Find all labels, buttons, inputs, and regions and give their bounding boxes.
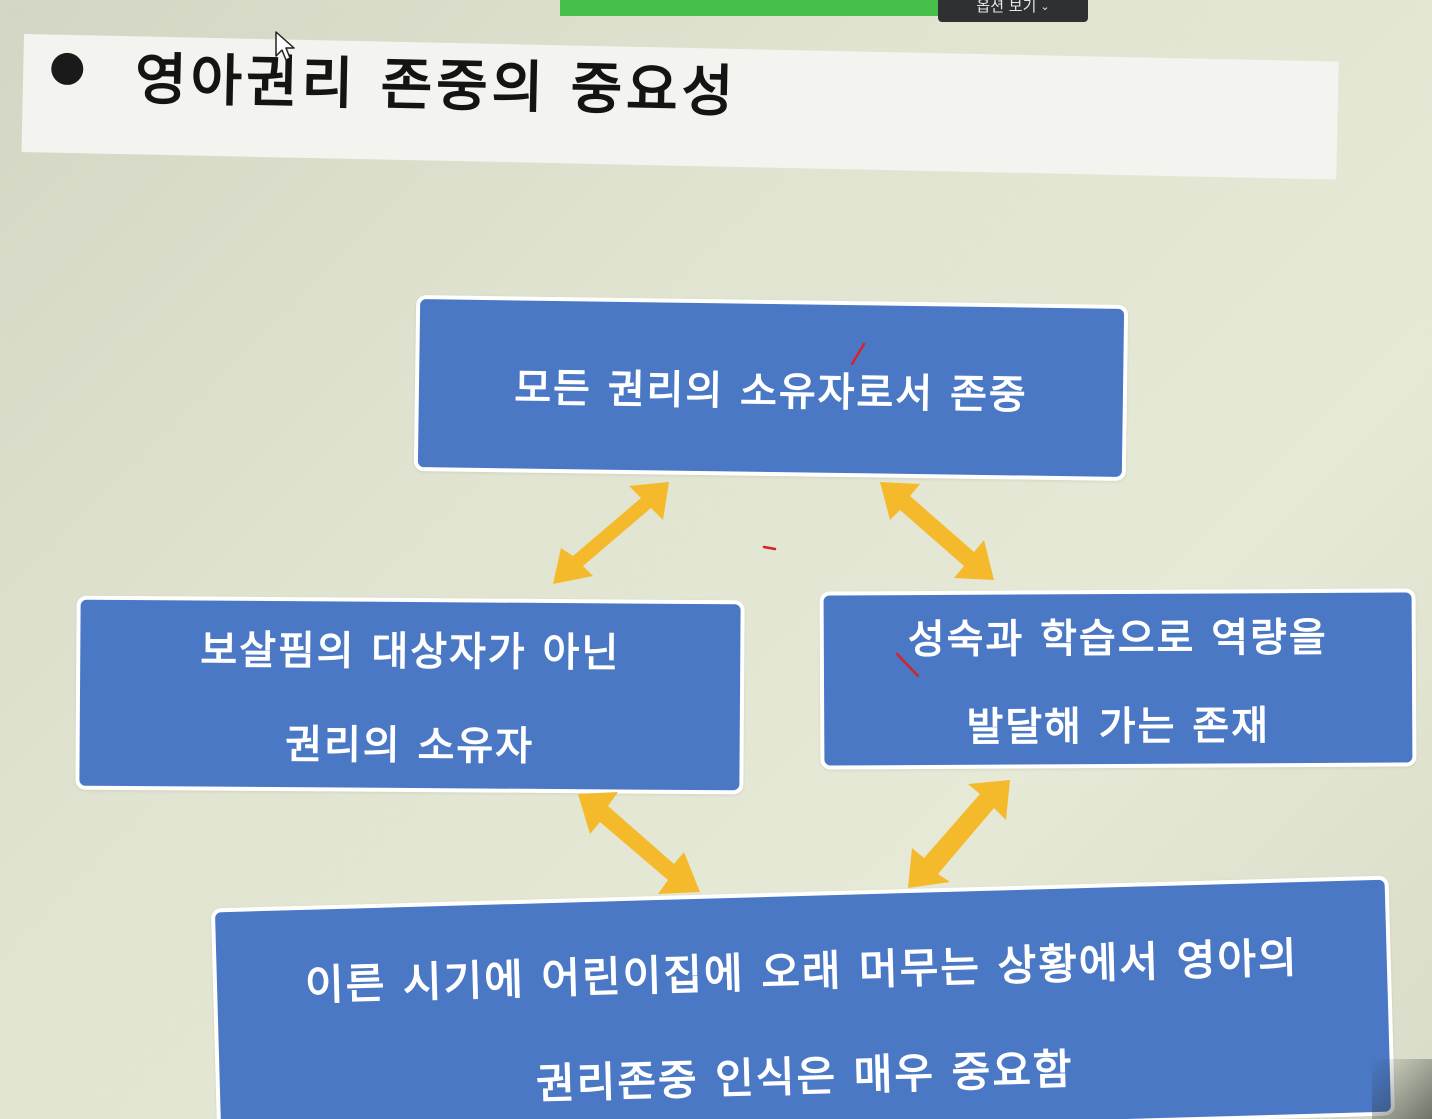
box-bottom-line-2: 권리존중 인식은 매우 중요함: [535, 1044, 1075, 1109]
chevron-down-icon: ⌄: [1040, 0, 1050, 13]
double-headed-arrow-icon: [553, 482, 669, 584]
screen-share-status-bar[interactable]: [560, 0, 938, 16]
annotation-mark: [762, 545, 777, 551]
double-headed-arrow-icon: [908, 780, 1010, 888]
slide-title-banner: 영아권리 존중의 중요성: [21, 34, 1339, 180]
mouse-pointer-icon: [275, 31, 295, 61]
box-left-line-2: 권리의 소유자: [285, 722, 535, 770]
box-left-line-1: 보살핌의 대상자가 아닌: [200, 627, 621, 677]
view-options-label: 옵션 보기: [976, 0, 1037, 15]
box-rights-holder-not-care-object: 보살핌의 대상자가 아닌 권리의 소유자: [75, 595, 745, 795]
box-respect-as-rights-holder: 모든 권리의 소유자로서 존중: [413, 295, 1129, 481]
slide-title: 영아권리 존중의 중요성: [134, 47, 738, 125]
box-bottom-line-1: 이른 시기에 어린이집에 오래 머무는 상황에서 영아의: [304, 933, 1300, 1010]
box-importance-statement: 이른 시기에 어린이집에 오래 머무는 상황에서 영아의 권리존중 인식은 매우…: [210, 875, 1396, 1119]
annotation-mark: [850, 342, 866, 366]
double-headed-arrow-icon: [880, 482, 994, 580]
box-right-line-2: 발달해 가는 존재: [966, 703, 1271, 751]
meeting-toolbar: 옵션 보기 ⌄: [560, 0, 1090, 22]
box-right-line-1: 성숙과 학습으로 역량을: [907, 614, 1328, 664]
annotation-mark: [895, 652, 920, 678]
box-top-line-1: 모든 권리의 소유자로서 존중: [513, 365, 1028, 419]
bullet-dot-icon: [50, 52, 84, 86]
view-options-button[interactable]: 옵션 보기 ⌄: [938, 0, 1088, 22]
taskbar-corner: [1372, 1059, 1432, 1119]
double-headed-arrow-icon: [578, 792, 700, 894]
